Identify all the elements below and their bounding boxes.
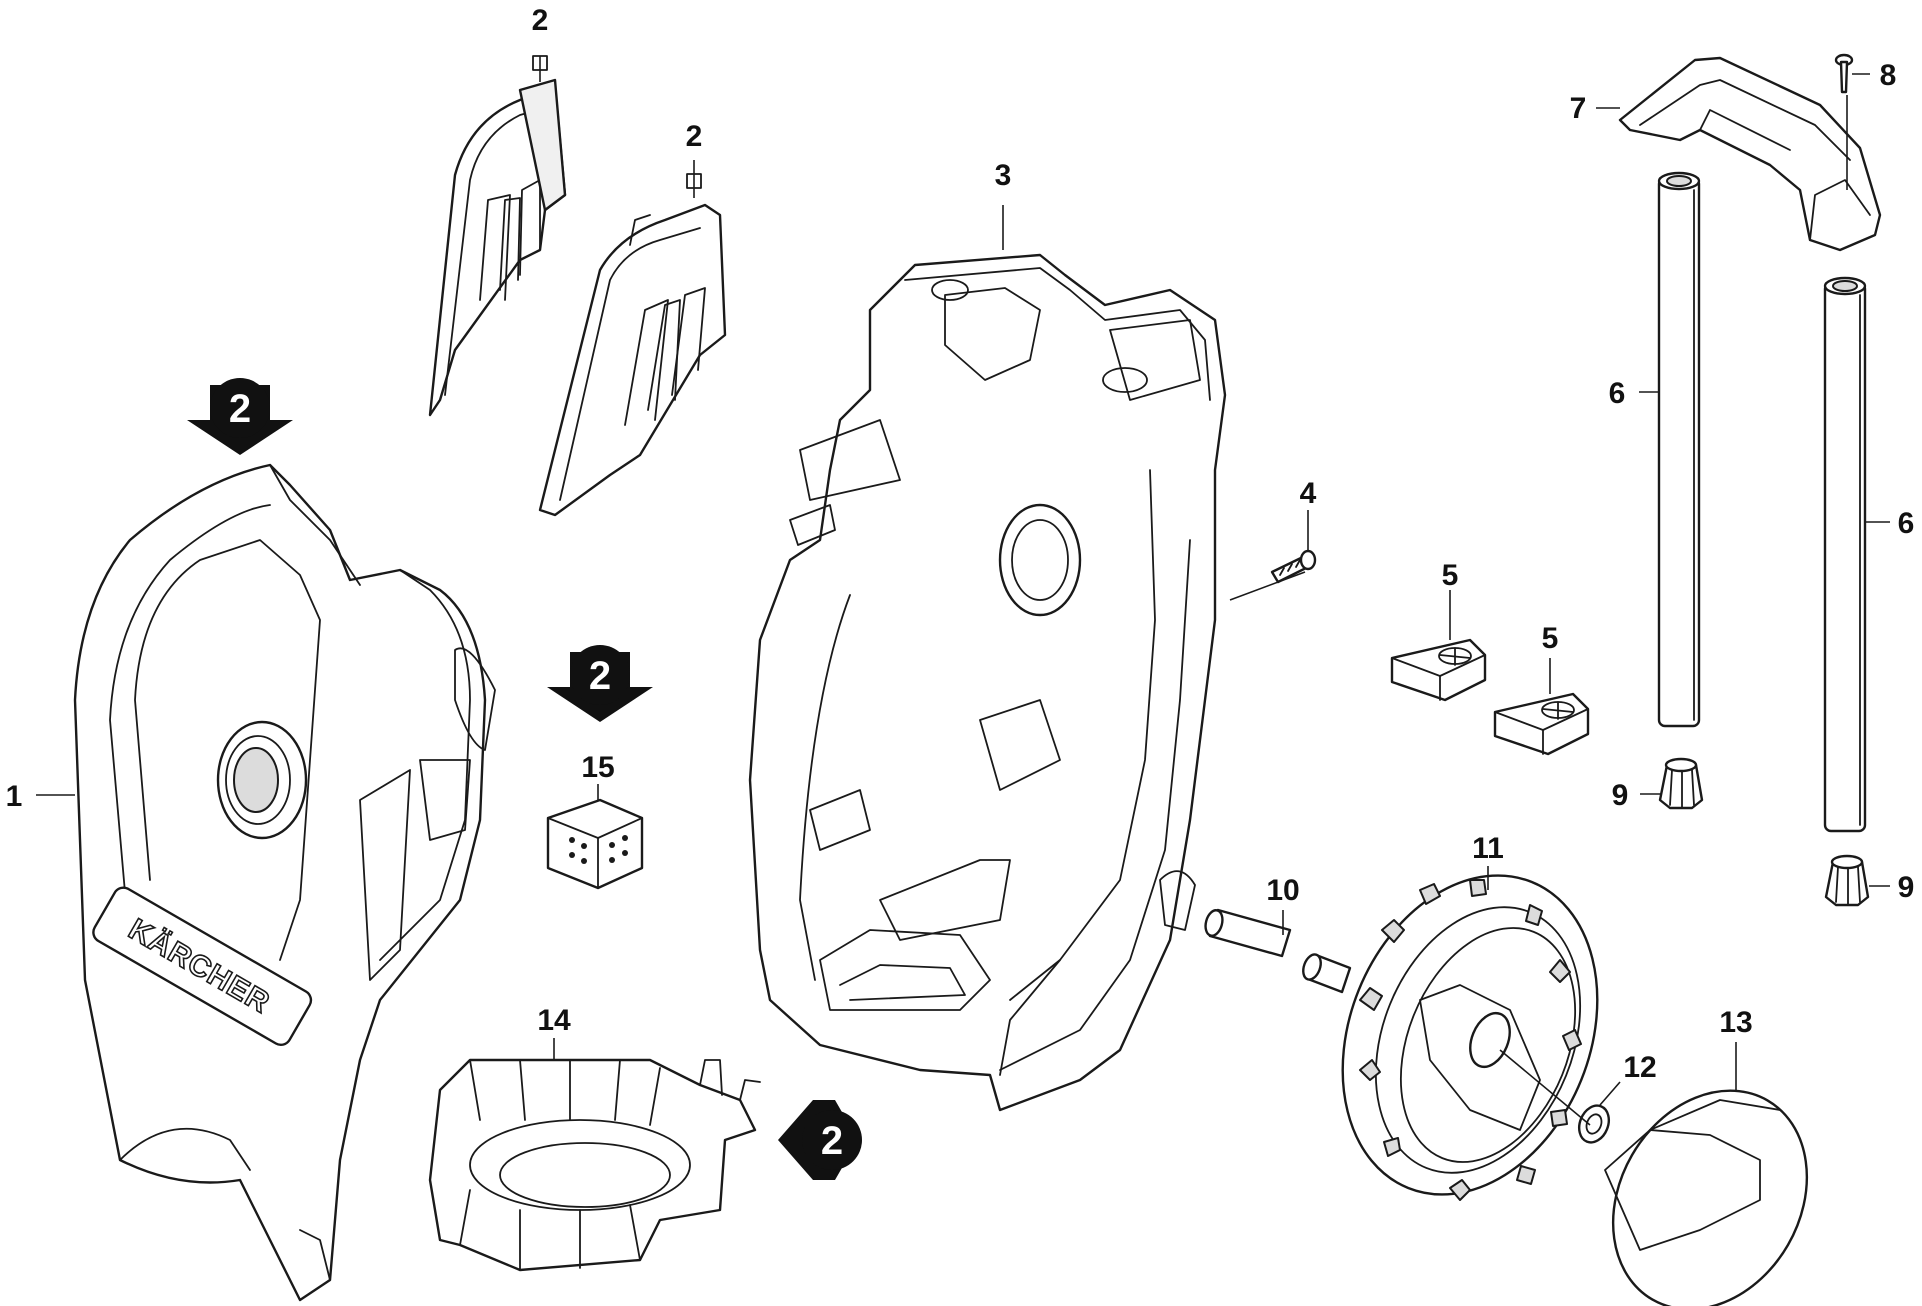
callout-10: 10: [1266, 874, 1299, 907]
end-cap-part-9-right: [1824, 854, 1870, 907]
front-housing-part: [73, 463, 496, 1302]
callout-3: 3: [995, 159, 1012, 192]
base-tray-part-14: [428, 1058, 761, 1272]
hub-cap-part-13: [1604, 1089, 1809, 1306]
filter-part-15: [546, 798, 644, 890]
view-marker-down-2: 2: [547, 645, 653, 722]
callout-14: 14: [537, 1004, 571, 1037]
callout-1: 1: [6, 780, 23, 813]
view-marker-label: 2: [821, 1119, 843, 1163]
callout-6: 6: [1609, 377, 1626, 410]
view-marker-label: 2: [229, 387, 251, 431]
end-cap-part-9-left: [1658, 757, 1704, 810]
clip-part-5-upper: [1390, 638, 1487, 702]
screw-part-8: [1834, 53, 1854, 94]
clip-part-5-lower: [1493, 692, 1590, 756]
callout-11: 11: [1472, 832, 1504, 865]
main-frame-part: [748, 253, 1227, 1112]
axle-pin-part-10: [1204, 908, 1352, 994]
view-marker-left-3: 2: [778, 1100, 862, 1180]
callout-15: 15: [581, 751, 614, 784]
side-cover-part-left: [428, 78, 567, 417]
view-marker-label: 2: [589, 654, 611, 698]
leader-lines: [36, 73, 1890, 1126]
wheel-part-11: [1341, 874, 1599, 1201]
callout-5: 5: [1542, 622, 1559, 655]
callout-6: 6: [1898, 507, 1915, 540]
callout-labels: 1 2 2 3 4 5 5 6 6 7 8 9 9 10 11 12 13 14…: [6, 4, 1915, 1084]
callout-12: 12: [1623, 1051, 1656, 1084]
callout-13: 13: [1719, 1006, 1752, 1039]
callout-4: 4: [1300, 477, 1317, 510]
hose-connector-port: [216, 720, 308, 840]
screw-part-4: [1270, 549, 1317, 584]
callout-9: 9: [1898, 871, 1915, 904]
tube-part-6-right: [1823, 276, 1867, 833]
callout-8: 8: [1880, 59, 1897, 92]
callout-2: 2: [686, 120, 703, 153]
washer-part-12: [1577, 1104, 1611, 1144]
callout-7: 7: [1570, 92, 1587, 125]
callout-9: 9: [1612, 779, 1629, 812]
callout-2: 2: [532, 4, 549, 37]
callout-5: 5: [1442, 559, 1459, 592]
view-marker-down-1: 2: [187, 378, 293, 455]
side-cover-part-right: [538, 203, 727, 517]
handle-part-7: [1618, 56, 1882, 252]
tube-part-6-left: [1657, 171, 1701, 728]
